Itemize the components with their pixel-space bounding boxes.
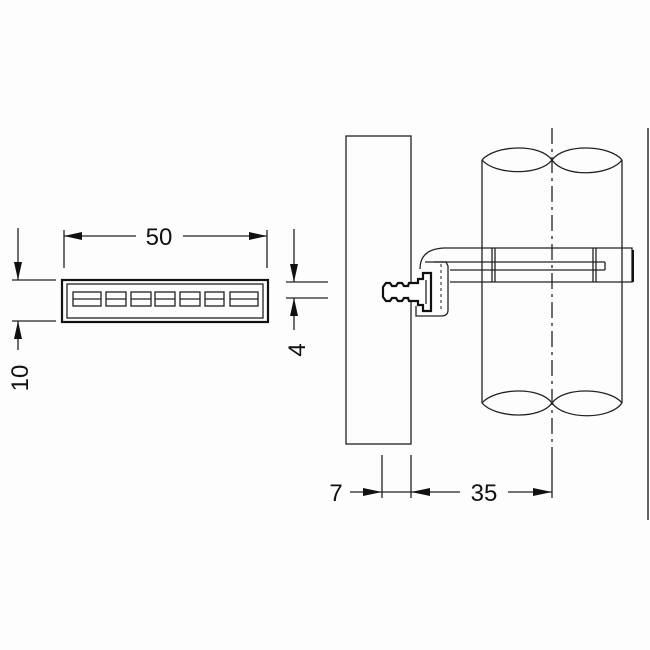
clip-front-view xyxy=(60,278,270,324)
dimension-width: 50 xyxy=(63,224,268,268)
dim-label-35: 35 xyxy=(471,480,498,507)
dim-label-50: 50 xyxy=(146,224,173,251)
bracket xyxy=(415,247,634,317)
dimension-thickness: 4 xyxy=(284,229,328,357)
dim-label-7: 7 xyxy=(329,480,342,507)
dimension-wall-offset: 7 35 xyxy=(329,455,553,507)
dimension-height: 10 xyxy=(7,228,56,391)
dim-label-10: 10 xyxy=(7,365,34,392)
clip-slots xyxy=(72,291,259,307)
dim-label-4: 4 xyxy=(284,343,311,356)
anchor-plug xyxy=(381,271,433,313)
pipe xyxy=(481,128,623,455)
